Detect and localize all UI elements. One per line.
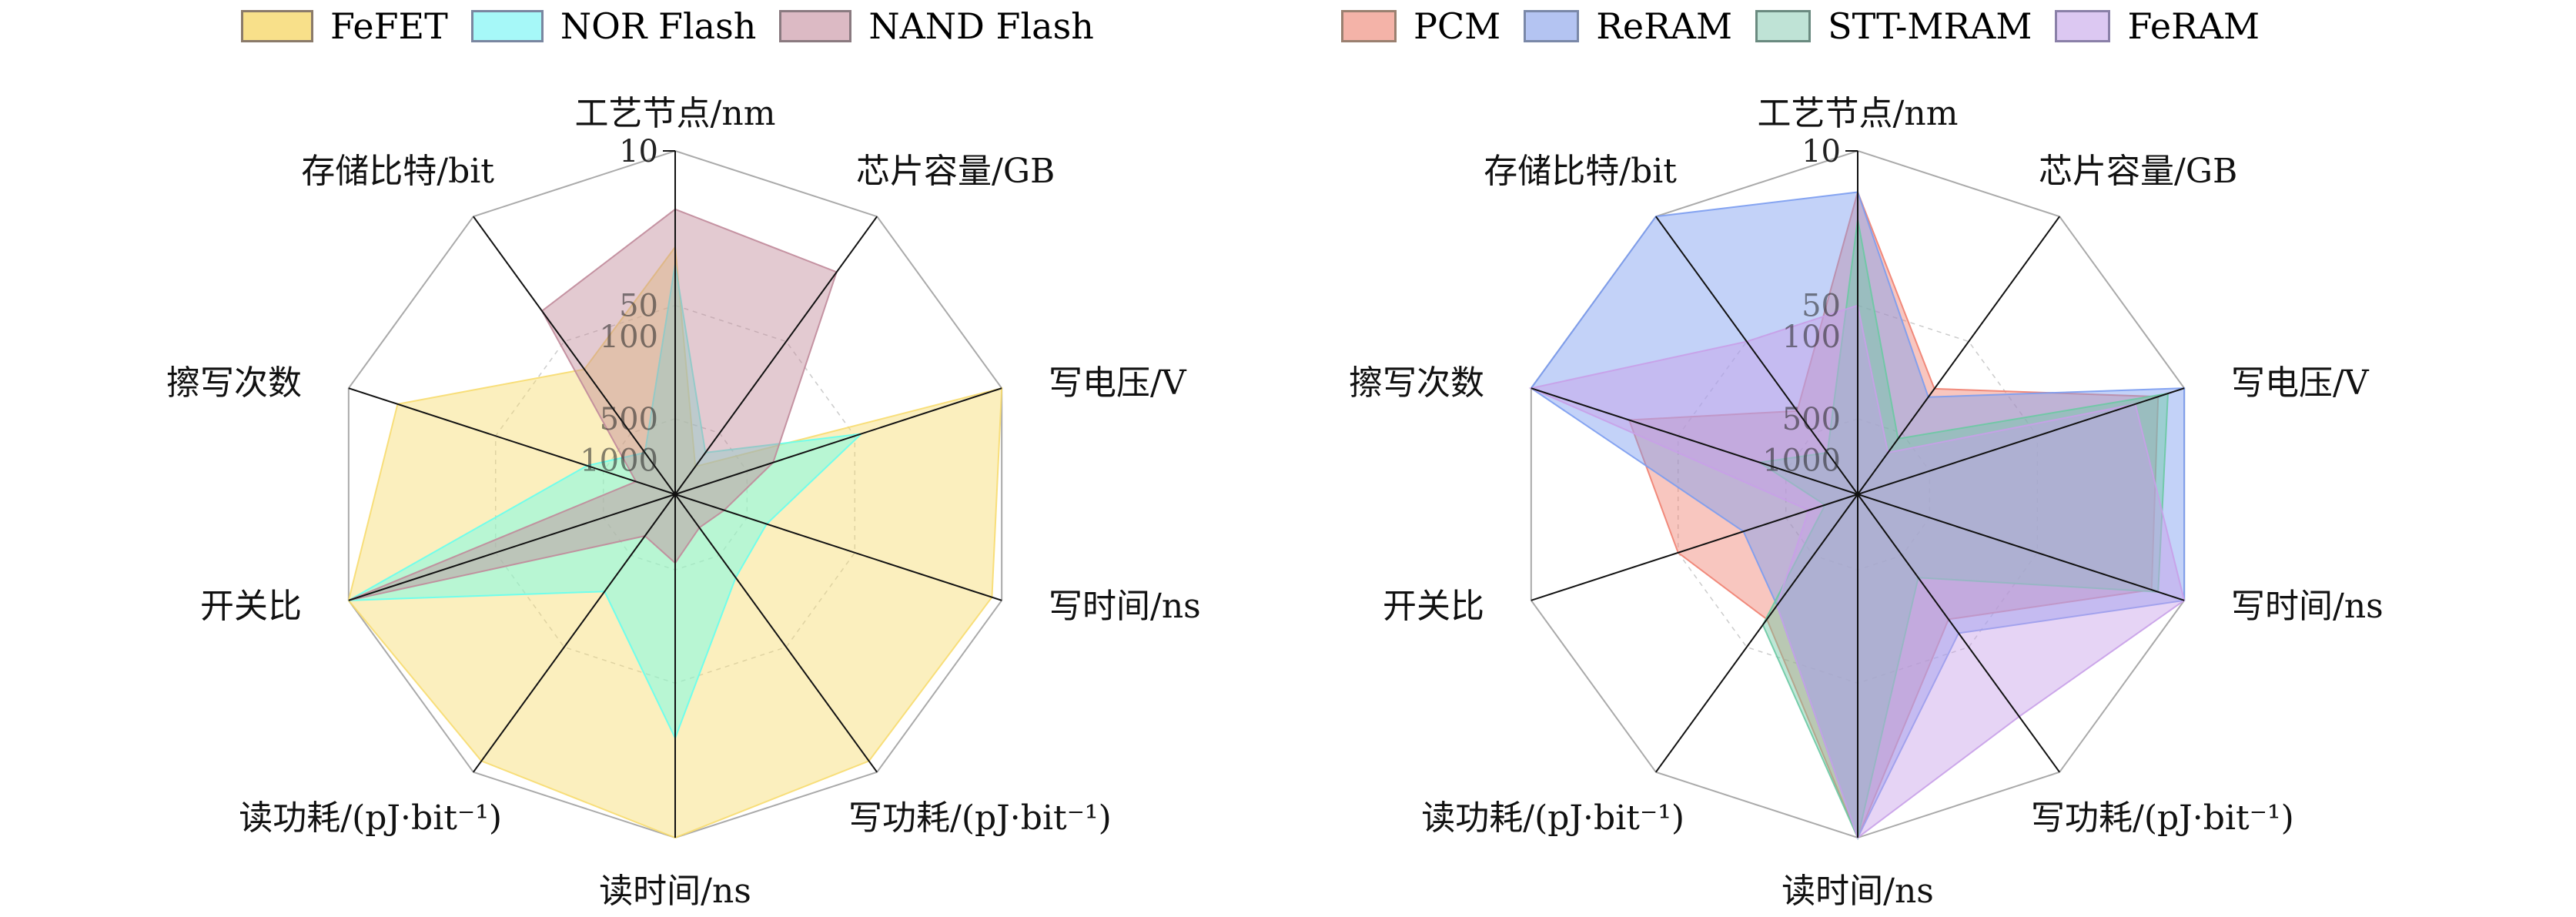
axis-label: 写功耗/(pJ·bit⁻¹) <box>2031 798 2294 838</box>
legend-label: ReRAM <box>1596 5 1733 47</box>
tick-label: 50 <box>619 289 658 324</box>
axis-spoke <box>1655 494 1858 773</box>
axis-spoke <box>1857 494 2060 773</box>
axis-label: 写电压/V <box>2231 363 2370 403</box>
legend-label: FeRAM <box>2127 5 2260 47</box>
axis-spoke <box>674 387 1002 495</box>
tick-label: 100 <box>600 320 658 355</box>
legend-item-nand-flash: NAND Flash <box>779 8 1094 45</box>
legend-label: NOR Flash <box>560 5 757 47</box>
axis-spoke <box>1857 216 2060 495</box>
swatch-nor-flash <box>470 10 544 42</box>
axis-spoke <box>1655 216 1858 495</box>
axis-label: 开关比 <box>200 587 302 626</box>
axis-spoke <box>348 494 676 601</box>
axis-spoke <box>1857 387 2185 495</box>
axis-label: 芯片容量/GB <box>2039 152 2237 191</box>
axis-label: 写时间/ns <box>1049 587 1201 626</box>
swatch-nand-flash <box>779 10 852 42</box>
axis-spoke <box>674 494 878 773</box>
legend-item-fefet: FeFET <box>241 8 448 45</box>
swatch-feram <box>2055 10 2111 42</box>
axis-label: 工艺节点/nm <box>575 94 776 133</box>
legend-item-pcm: PCM <box>1341 8 1500 45</box>
legend-left: FeFET NOR Flash NAND Flash <box>241 8 1117 45</box>
legend-label: PCM <box>1413 5 1501 47</box>
legend-item-nor-flash: NOR Flash <box>470 5 757 47</box>
axis-label: 写电压/V <box>1049 363 1187 403</box>
axis-label: 读功耗/(pJ·bit⁻¹) <box>239 798 502 838</box>
axis-label: 芯片容量/GB <box>856 152 1055 191</box>
legend-right: PCM ReRAM STT-MRAM FeRAM <box>1341 8 2283 45</box>
tick-label: 100 <box>1782 320 1841 355</box>
axis-label: 存储比特/bit <box>1484 152 1677 191</box>
axis-label: 存储比特/bit <box>301 152 494 191</box>
tick-label: 10 <box>619 134 658 169</box>
axis-label: 读功耗/(pJ·bit⁻¹) <box>1421 798 1684 838</box>
axis-label: 写时间/ns <box>2231 587 2384 626</box>
axis-label: 读时间/ns <box>599 872 751 911</box>
axis-label: 工艺节点/nm <box>1758 94 1959 133</box>
axis-label: 开关比 <box>1383 587 1484 626</box>
legend-item-stt-mram: STT-MRAM <box>1755 8 2032 45</box>
tick-label: 500 <box>1782 402 1841 437</box>
swatch-pcm <box>1341 10 1397 42</box>
swatch-fefet <box>241 10 313 42</box>
axis-spoke <box>473 216 676 495</box>
legend-label: FeFET <box>330 5 448 47</box>
tick-label: 10 <box>1802 134 1841 169</box>
swatch-stt-mram <box>1755 10 1812 42</box>
legend-label: STT-MRAM <box>1828 5 2032 47</box>
axis-spoke <box>348 387 676 495</box>
legend-item-feram: FeRAM <box>2055 8 2260 45</box>
tick-label: 50 <box>1802 289 1841 324</box>
axis-spoke <box>1857 494 2185 601</box>
tick-label: 1000 <box>1762 443 1841 478</box>
tick-label: 500 <box>600 402 658 437</box>
axis-spoke <box>473 494 676 773</box>
legend-label: NAND Flash <box>868 5 1094 47</box>
axis-label: 擦写次数 <box>1349 363 1484 403</box>
legend-item-reram: ReRAM <box>1524 8 1732 45</box>
axis-label: 读时间/ns <box>1781 872 1934 911</box>
axis-spoke <box>674 216 878 495</box>
axis-label: 写功耗/(pJ·bit⁻¹) <box>848 798 1112 838</box>
axis-spoke <box>674 494 1002 601</box>
swatch-reram <box>1524 10 1580 42</box>
axis-label: 擦写次数 <box>166 363 302 403</box>
tick-label: 1000 <box>580 443 658 478</box>
axis-spoke <box>1531 494 1858 601</box>
axis-spoke <box>1531 387 1858 495</box>
